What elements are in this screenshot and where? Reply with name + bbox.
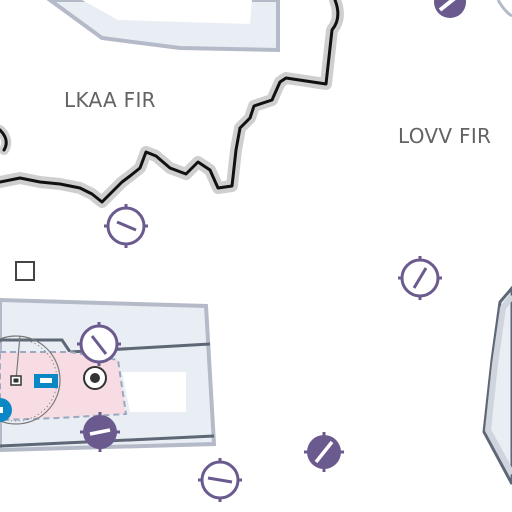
vor-reporting-point-top[interactable] xyxy=(434,0,466,18)
filled-reporting-point-2[interactable] xyxy=(304,432,344,472)
filled-reporting-point-1[interactable] xyxy=(80,412,120,452)
airspace-area-right xyxy=(482,285,512,485)
vor-reporting-point-3[interactable] xyxy=(77,322,121,366)
aerodrome-icon[interactable] xyxy=(0,398,12,422)
runway-icon xyxy=(34,374,58,388)
filled-reporting-point-icon xyxy=(434,0,466,18)
fir-label-lkaa: LKAA FIR xyxy=(64,88,156,112)
square-point-icon[interactable] xyxy=(15,261,35,281)
fir-label-lovv: LOVV FIR xyxy=(398,124,492,148)
airspace-edge-top-right xyxy=(496,0,512,18)
vor-reporting-point-4[interactable] xyxy=(198,458,242,502)
fir-border xyxy=(0,0,344,208)
vor-reporting-point-2[interactable] xyxy=(398,256,442,300)
restricted-area xyxy=(0,351,128,422)
vor-reporting-point-1[interactable] xyxy=(104,204,148,248)
airspace-area-top-left xyxy=(46,0,280,53)
compass-rose-icon xyxy=(0,335,61,425)
airfield-point-icon[interactable] xyxy=(83,366,107,390)
